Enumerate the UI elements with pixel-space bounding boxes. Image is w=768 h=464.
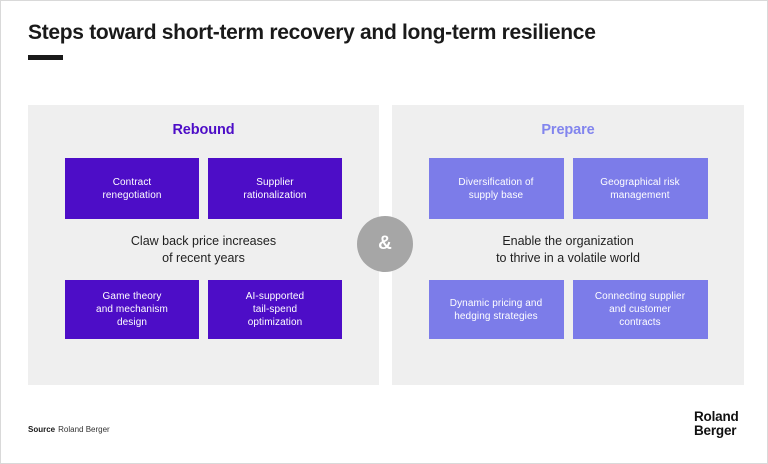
panels-container: Rebound Contract renegotiation Supplier … [28,105,744,385]
strategy-box-connecting-contracts: Connecting supplier and customer contrac… [572,280,708,339]
rebound-box-row-bottom: Game theory and mechanism design AI-supp… [28,280,379,339]
roland-berger-logo: Roland Berger [694,410,739,437]
strategy-box-ai-tail-spend: AI-supported tail-spend optimization [208,280,342,339]
source-label: Source [28,425,56,434]
panel-rebound-title: Rebound [172,122,235,138]
strategy-box-dynamic-pricing: Dynamic pricing and hedging strategies [428,280,564,339]
strategy-box-contract-renegotiation: Contract renegotiation [65,158,199,219]
ampersand-connector-circle: & [357,216,413,272]
logo-line-2: Berger [694,422,737,438]
panel-prepare: Prepare Diversification of supply base G… [392,105,744,385]
source-text: Roland Berger [58,425,110,434]
panel-prepare-title: Prepare [541,122,595,138]
strategy-box-game-theory: Game theory and mechanism design [65,280,199,339]
prepare-box-row-top: Diversification of supply base Geographi… [392,158,744,219]
strategy-box-diversification: Diversification of supply base [428,158,564,219]
page-title: Steps toward short-term recovery and lon… [28,21,596,44]
strategy-box-supplier-rationalization: Supplier rationalization [208,158,342,219]
title-underline [28,55,63,60]
panel-rebound: Rebound Contract renegotiation Supplier … [28,105,379,385]
prepare-box-row-bottom: Dynamic pricing and hedging strategies C… [392,280,744,339]
prepare-subtitle: Enable the organization to thrive in a v… [496,234,640,265]
logo-line-1: Roland [694,409,739,424]
strategy-box-geographical-risk: Geographical risk management [572,158,708,219]
rebound-subtitle: Claw back price increases of recent year… [130,234,277,265]
ampersand-symbol: & [378,233,392,254]
rebound-box-row-top: Contract renegotiation Supplier rational… [28,158,379,219]
